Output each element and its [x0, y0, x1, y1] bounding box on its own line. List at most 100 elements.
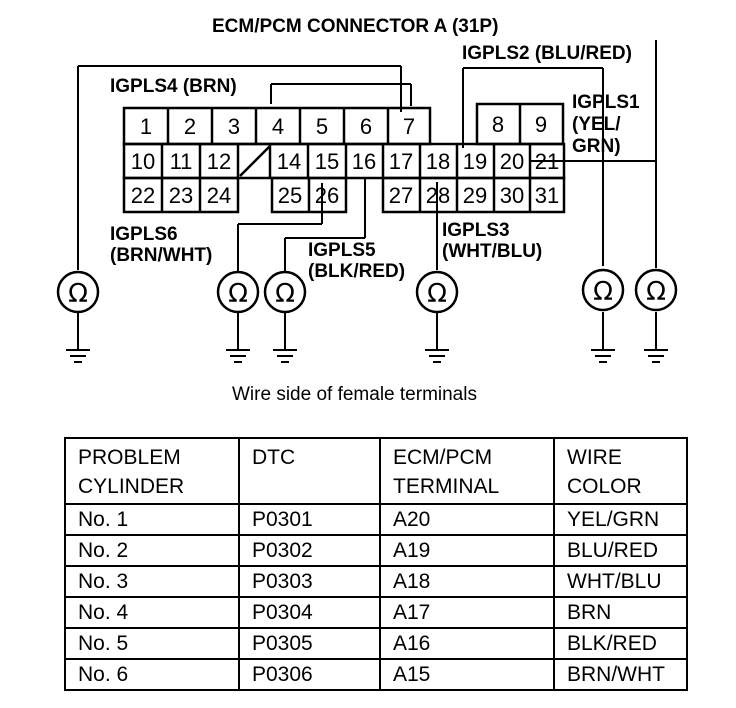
label-igpls6-line1: IGPLS6	[110, 224, 178, 245]
ohm-icon: Ω	[68, 279, 88, 309]
label-igpls1-line2: (YEL/	[572, 114, 621, 135]
pin-11: 11	[170, 149, 193, 174]
cell-terminal: A18	[379, 565, 555, 598]
cell-terminal: A20	[379, 503, 555, 536]
cell-cylinder: No. 1	[64, 503, 240, 536]
cell-wire-color: YEL/GRN	[553, 503, 688, 536]
ohm-icon: Ω	[593, 277, 613, 307]
col-header-dtc: DTC	[238, 437, 381, 505]
pin-22: 22	[131, 183, 155, 208]
label-igpls3-line1: IGPLS3	[442, 220, 510, 241]
pin-18: 18	[426, 149, 450, 174]
cell-terminal: A19	[379, 534, 555, 567]
cell-dtc: P0302	[238, 534, 381, 567]
table-row: No. 2 P0302 A19 BLU/RED	[64, 534, 688, 567]
pin-27: 27	[389, 183, 413, 208]
pin-17: 17	[389, 149, 413, 174]
cell-wire-color: BLK/RED	[553, 627, 688, 660]
cell-wire-color: BRN/WHT	[553, 658, 688, 691]
cell-dtc: P0306	[238, 658, 381, 691]
ohmmeter-igpls5: Ω	[263, 270, 307, 314]
cell-wire-color: WHT/BLU	[553, 565, 688, 598]
ground-icon	[273, 349, 297, 363]
pin-23: 23	[169, 183, 193, 208]
pin-30: 30	[500, 183, 524, 208]
pin-19: 19	[463, 149, 487, 174]
ohm-icon: Ω	[275, 279, 295, 309]
ground-icon	[226, 349, 250, 363]
cell-dtc: P0301	[238, 503, 381, 536]
pin-14: 14	[277, 149, 301, 174]
pin-7: 7	[403, 114, 415, 139]
pin-3: 3	[228, 114, 240, 139]
pin-9: 9	[535, 112, 547, 137]
ground-icon	[644, 349, 668, 363]
pin-29: 29	[463, 183, 487, 208]
connector-diagram: ECM/PCM CONNECTOR A (31P)	[56, 16, 678, 405]
label-igpls6-line2: (BRN/WHT)	[110, 245, 212, 266]
diagram-caption: Wire side of female terminals	[232, 384, 477, 405]
cell-wire-color: BRN	[553, 596, 688, 629]
pin-20: 20	[500, 149, 524, 174]
pin-5: 5	[316, 114, 328, 139]
ground-icon	[66, 349, 90, 363]
cell-terminal: A15	[379, 658, 555, 691]
label-igpls1-line1: IGPLS1	[572, 92, 640, 113]
ohmmeter-igpls6: Ω	[216, 270, 260, 314]
ohm-icon: Ω	[427, 279, 447, 309]
table-row: No. 5 P0305 A16 BLK/RED	[64, 627, 688, 660]
pin-15: 15	[315, 149, 339, 174]
cell-cylinder: No. 3	[64, 565, 240, 598]
pin-6: 6	[360, 114, 372, 139]
cell-dtc: P0303	[238, 565, 381, 598]
pin-1: 1	[140, 114, 152, 139]
pin-12: 12	[207, 149, 231, 174]
wires	[77, 40, 657, 350]
diagram-title: ECM/PCM CONNECTOR A (31P)	[212, 16, 498, 37]
table-row: No. 6 P0306 A15 BRN/WHT	[64, 658, 688, 691]
pin-26: 26	[315, 183, 339, 208]
cell-cylinder: No. 5	[64, 627, 240, 660]
ohmmeter-igpls1: Ω	[634, 268, 678, 312]
pin-4: 4	[272, 114, 284, 139]
cell-dtc: P0304	[238, 596, 381, 629]
pin-8: 8	[492, 112, 504, 137]
cell-terminal: A17	[379, 596, 555, 629]
cell-cylinder: No. 2	[64, 534, 240, 567]
table-row: No. 3 P0303 A18 WHT/BLU	[64, 565, 688, 598]
ohm-icon: Ω	[646, 277, 666, 307]
cell-cylinder: No. 6	[64, 658, 240, 691]
label-igpls1-line3: GRN)	[572, 136, 621, 157]
pin-16: 16	[352, 149, 376, 174]
cell-wire-color: BLU/RED	[553, 534, 688, 567]
label-igpls2: IGPLS2 (BLU/RED)	[462, 43, 632, 64]
ohmmeter-igpls4: Ω	[56, 270, 100, 314]
ground-icon	[591, 349, 615, 363]
label-igpls4: IGPLS4 (BRN)	[110, 76, 237, 97]
ohmmeter-igpls2: Ω	[581, 268, 625, 312]
label-igpls3-line2: (WHT/BLU)	[442, 241, 542, 262]
pin-24: 24	[207, 183, 231, 208]
pin-numbers: 1 2 3 4 5 6 7 8 9 10 11 12 14 15 16 17 1…	[131, 112, 559, 208]
ground-icon	[425, 349, 449, 363]
label-igpls5-line2: (BLK/RED)	[308, 261, 405, 282]
label-igpls5-line1: IGPLS5	[308, 240, 376, 261]
ohmmeters: Ω Ω Ω Ω Ω Ω	[56, 268, 678, 314]
pin-10: 10	[131, 149, 155, 174]
cell-terminal: A16	[379, 627, 555, 660]
ohmmeter-igpls3: Ω	[415, 270, 459, 314]
cell-cylinder: No. 4	[64, 596, 240, 629]
table-row: No. 1 P0301 A20 YEL/GRN	[64, 503, 688, 536]
ground-symbols	[66, 349, 668, 363]
ohm-icon: Ω	[228, 279, 248, 309]
table-row: No. 4 P0304 A17 BRN	[64, 596, 688, 629]
pin-2: 2	[184, 114, 196, 139]
pin-31: 31	[535, 183, 559, 208]
pin-25: 25	[278, 183, 302, 208]
cell-dtc: P0305	[238, 627, 381, 660]
